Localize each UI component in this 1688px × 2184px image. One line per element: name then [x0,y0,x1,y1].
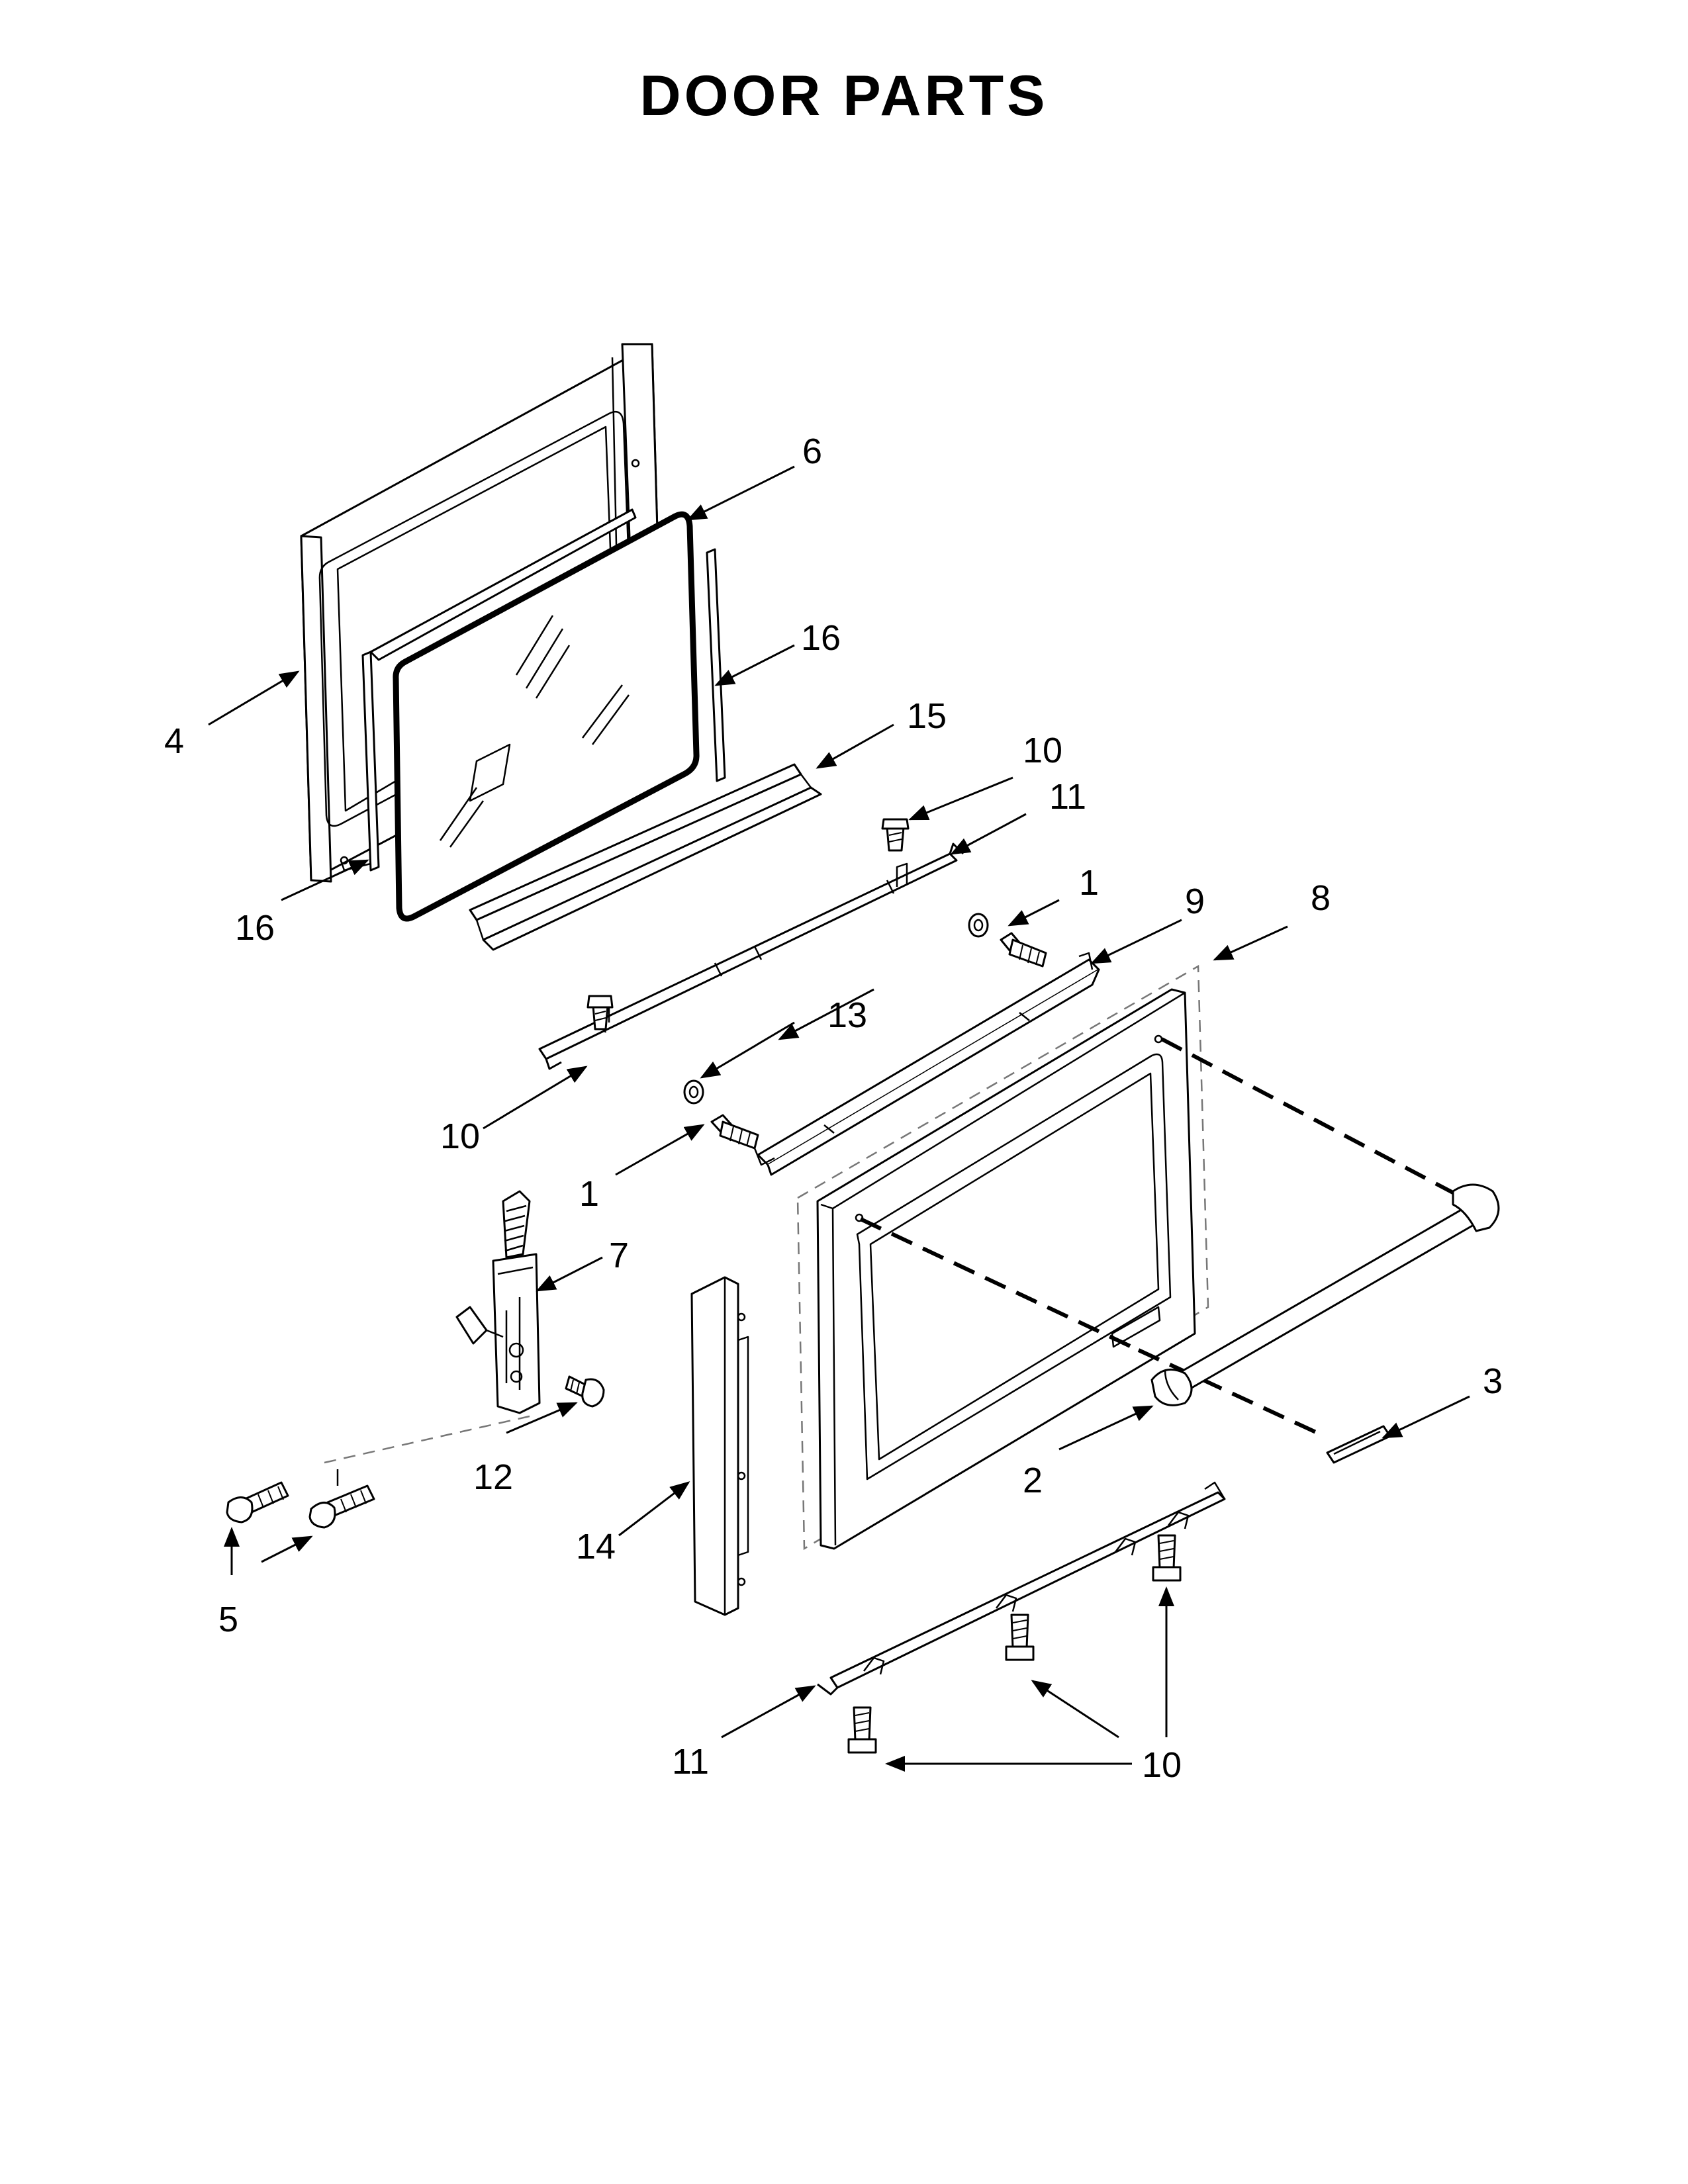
door-handle [1150,1183,1500,1406]
door-hinge [455,1190,541,1414]
callout-5: 5 [218,1600,238,1639]
door-top-trim [753,952,1100,1176]
callout-16-left: 16 [235,908,275,948]
callout-11-lower: 11 [672,1742,709,1782]
leader-lines [208,465,1470,1772]
callout-14: 14 [576,1527,616,1567]
lower-door-channel [817,1481,1226,1696]
callout-10-upper: 10 [1023,731,1062,770]
handle-alignment-line-upper [1160,1037,1464,1200]
callout-15: 15 [907,696,947,736]
hinge-screw-5-rear [226,1469,339,1524]
callout-6: 6 [802,432,822,471]
hinge-screw-5-front [308,1484,375,1529]
callout-11-upper: 11 [1049,777,1086,817]
page-title: DOOR PARTS [639,64,1049,128]
hinge-screw-12 [565,1375,605,1408]
callout-1-upper: 1 [1079,863,1099,903]
outer-door-panel [816,988,1196,1550]
glass-retainer-left [361,508,637,872]
washer-13-upper [968,913,989,938]
callout-8: 8 [1311,878,1331,918]
handle-alignment-line-lower [859,1217,1140,1352]
callout-1-lower: 1 [579,1174,599,1214]
hinge-screw-alignment-line [324,1415,530,1464]
glass-retainer-right [706,548,726,782]
callout-16-right: 16 [801,618,841,658]
washer-13-lower [683,1079,704,1105]
callout-12: 12 [473,1457,513,1497]
screw-10-upper [881,818,910,852]
callout-2: 2 [1023,1461,1043,1500]
screw-10-lower-left [847,1706,877,1754]
callout-13: 13 [827,995,867,1035]
nameplate-badge [1326,1425,1391,1464]
callout-10-lower: 10 [1142,1745,1182,1785]
callout-4: 4 [164,721,184,761]
shoulder-screw-1-lower [710,1114,759,1150]
outer-door-outline [796,964,1209,1551]
glass-support-strip [469,763,822,951]
door-side-trim [690,1276,749,1616]
shoulder-screw-1-upper [1000,932,1047,968]
callout-7: 7 [609,1236,629,1275]
callout-3: 3 [1483,1361,1503,1401]
upper-door-channel [538,842,964,1070]
callout-9: 9 [1185,882,1205,921]
screw-10-lower-middle [1005,1614,1035,1661]
screw-10-left [586,995,614,1030]
callout-10-left: 10 [440,1116,480,1156]
screw-10-lower-right [1152,1534,1182,1582]
callout-labels: 6 16 4 16 15 10 11 1 9 8 13 10 1 7 12 14… [164,432,1503,1785]
